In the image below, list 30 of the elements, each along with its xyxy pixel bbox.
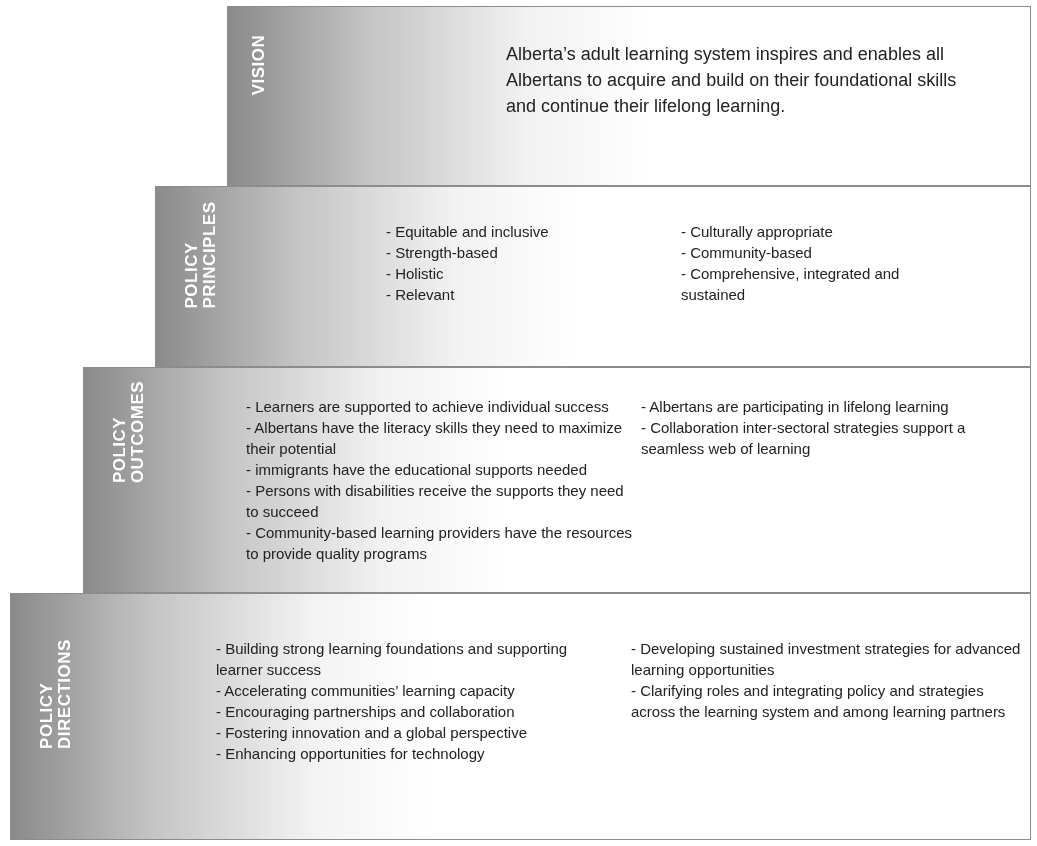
- list-item: - Encouraging partnerships and collaboration: [216, 702, 516, 722]
- list-item: - Building strong learning foundations and supporting learner success: [216, 639, 569, 680]
- list-item: - Holistic: [386, 264, 445, 284]
- list-item: - Persons with disabilities receive the supports they need to succeed: [246, 481, 625, 522]
- list-item: - Albertans are participating in lifelong learning: [641, 397, 950, 417]
- list-item: - Enhancing opportunities for technology: [216, 744, 486, 764]
- band-heading: POLICY DIRECTIONS: [38, 639, 74, 749]
- list-item: - Community-based learning providers have the resources to provide quality programs: [246, 523, 633, 564]
- list-item: - Fostering innovation and a global perspective: [216, 723, 529, 743]
- list-item: - Culturally appropriate: [681, 222, 834, 242]
- stair-band: [155, 186, 1031, 367]
- list-item: - Strength-based: [386, 243, 499, 263]
- list-item: - Equitable and inclusive: [386, 222, 550, 242]
- list-item: - Relevant: [386, 285, 456, 305]
- list-item: - immigrants have the educational supports needed: [246, 460, 589, 480]
- list-item: - Accelerating communities’ learning capacity: [216, 681, 516, 701]
- list-item: - Collaboration inter-sectoral strategies support a seamless web of learning: [641, 418, 967, 459]
- stair-band: [227, 6, 1031, 186]
- vision-statement: Alberta’s adult learning system inspires and enables all Albertans to acquire and build on their foundational skills and continue their lifelong learning.: [506, 43, 958, 118]
- stair-band: [83, 367, 1031, 593]
- list-item: - Learners are supported to achieve individual success: [246, 397, 610, 417]
- list-item: - Clarifying roles and integrating policy and strategies across the learning system and among learning partners: [631, 681, 1007, 722]
- band-heading: VISION: [250, 34, 268, 96]
- list-item: - Developing sustained investment strategies for advanced learning opportunities: [631, 639, 1022, 680]
- stair-band: [10, 593, 1031, 840]
- band-heading: POLICY OUTCOMES: [111, 380, 147, 484]
- list-item: - Comprehensive, integrated and sustained: [681, 264, 901, 305]
- list-item: - Albertans have the literacy skills they need to maximize their potential: [246, 418, 623, 459]
- list-item: - Community-based: [681, 243, 813, 263]
- band-heading: POLICY PRINCIPLES: [183, 201, 219, 309]
